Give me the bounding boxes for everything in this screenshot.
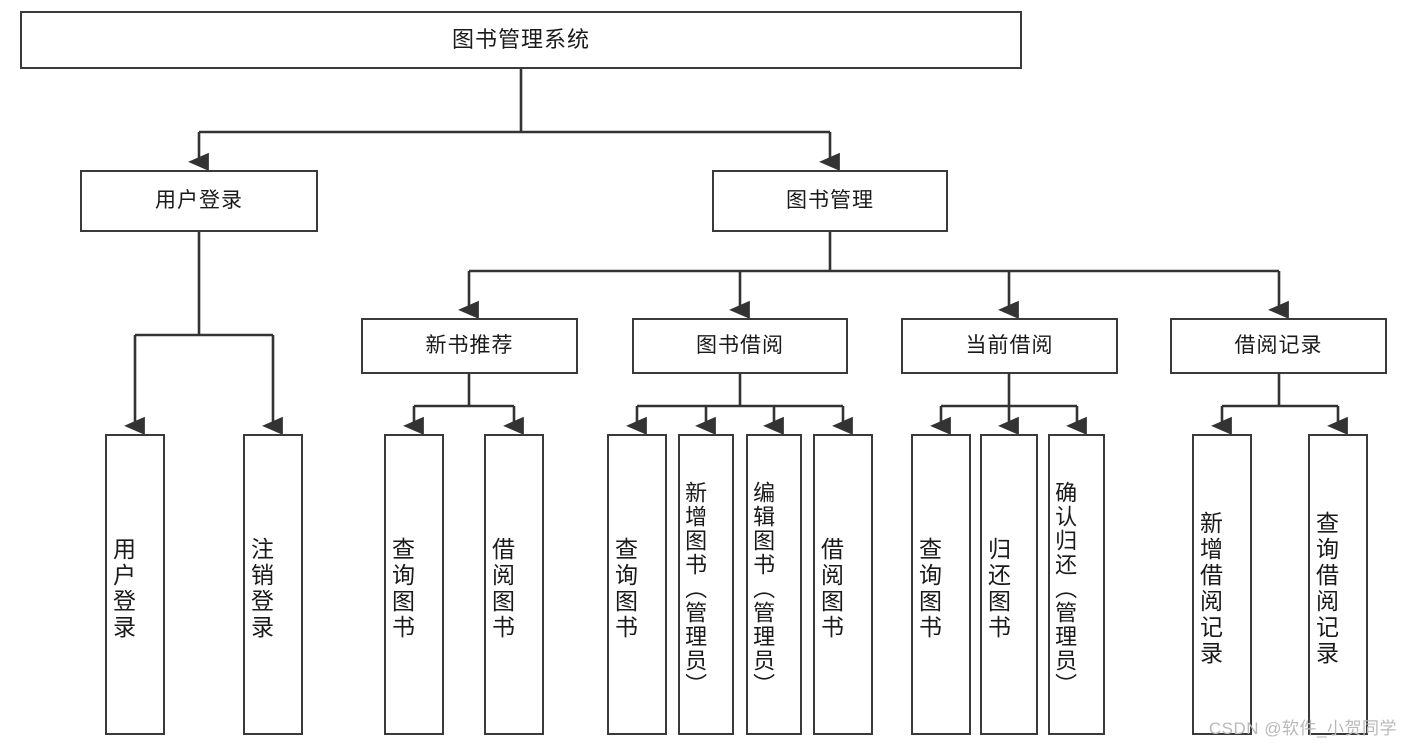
node-label: 图书管理系统 [451,26,590,52]
node-label: 当前借阅 [965,334,1054,358]
node-label: 归还图书 [984,536,1011,641]
node-label: 注销登录 [247,536,274,641]
node-new-book-recommendation[interactable]: 新书推荐 [361,318,578,374]
node-label: 用户登录 [155,189,243,213]
leaf-return-book[interactable]: 归还图书 [980,434,1038,735]
leaf-add-borrowing-record[interactable]: 新增借阅记录 [1192,434,1252,735]
node-label: 编辑图书（管理员） [750,480,776,697]
leaf-logout[interactable]: 注销登录 [243,434,303,735]
node-label: 新增借阅记录 [1196,510,1223,667]
node-root-book-management-system[interactable]: 图书管理系统 [20,11,1022,69]
node-user-login[interactable]: 用户登录 [80,170,318,232]
node-book-management[interactable]: 图书管理 [712,170,948,232]
leaf-add-book-admin[interactable]: 新增图书（管理员） [678,434,734,735]
node-current-borrowing[interactable]: 当前借阅 [901,318,1118,374]
node-label: 新增图书（管理员） [682,480,708,697]
node-label: 查询借阅记录 [1312,510,1339,667]
leaf-borrow-book-recommendation[interactable]: 借阅图书 [484,434,544,735]
node-label: 图书借阅 [696,334,784,358]
leaf-confirm-return-admin[interactable]: 确认归还（管理员） [1048,434,1105,735]
node-label: 查询图书 [915,536,942,641]
node-label: 新书推荐 [425,334,514,358]
leaf-query-book-borrowing[interactable]: 查询图书 [607,434,667,735]
node-label: 借阅图书 [488,536,515,641]
leaf-user-login[interactable]: 用户登录 [105,434,165,735]
leaf-edit-book-admin[interactable]: 编辑图书（管理员） [746,434,802,735]
leaf-query-borrowing-record[interactable]: 查询借阅记录 [1308,434,1368,735]
node-label: 用户登录 [109,536,136,641]
node-label: 查询图书 [388,536,415,641]
node-label: 查询图书 [611,536,638,641]
node-book-borrowing[interactable]: 图书借阅 [632,318,848,374]
node-label: 借阅记录 [1234,334,1323,358]
node-label: 确认归还（管理员） [1052,480,1078,697]
node-label: 借阅图书 [817,536,844,641]
leaf-query-book-recommendation[interactable]: 查询图书 [384,434,444,735]
node-borrowing-record[interactable]: 借阅记录 [1170,318,1387,374]
node-label: 图书管理 [786,189,874,213]
leaf-query-book-current[interactable]: 查询图书 [911,434,971,735]
leaf-borrow-book-borrowing[interactable]: 借阅图书 [813,434,873,735]
